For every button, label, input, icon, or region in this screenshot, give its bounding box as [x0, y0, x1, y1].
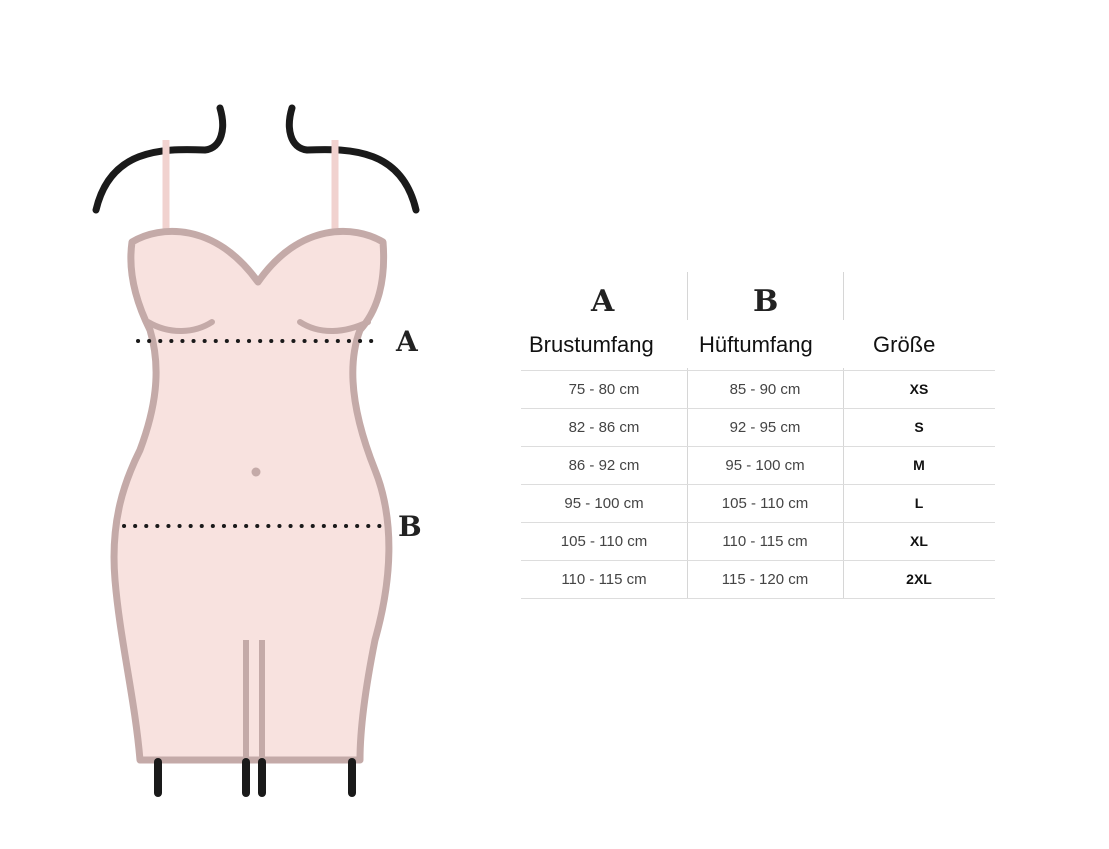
left-cup-line: [145, 319, 215, 334]
hip-cell: 105 - 110 cm: [721, 495, 809, 512]
size-cell: XS: [909, 381, 929, 397]
marker-a-label: A: [396, 325, 418, 358]
hip-cell: 115 - 120 cm: [721, 571, 809, 588]
table-row: 105 - 110 cm 110 - 115 cm XL: [521, 523, 995, 561]
column-letter-b: B: [753, 284, 779, 319]
bust-cell: 105 - 110 cm: [560, 533, 648, 550]
size-cell: 2XL: [906, 571, 932, 587]
marker-b-label: B: [398, 510, 422, 543]
size-cell: XL: [910, 533, 928, 549]
table-row: 82 - 86 cm 92 - 95 cm S: [521, 409, 995, 447]
bust-cell: 86 - 92 cm: [568, 457, 640, 474]
size-cell: M: [913, 457, 925, 473]
bust-cell: 82 - 86 cm: [568, 419, 640, 436]
navel: [251, 467, 261, 477]
header-size: Größe: [873, 332, 936, 357]
table-row: 95 - 100 cm 105 - 110 cm L: [521, 485, 995, 523]
hip-cell: 92 - 95 cm: [729, 419, 801, 436]
bust-cell: 110 - 115 cm: [561, 571, 647, 588]
dress-body: [110, 227, 393, 764]
column-divider: [843, 368, 844, 598]
hip-cell: 85 - 90 cm: [729, 381, 801, 398]
size-cell: L: [914, 495, 924, 511]
column-divider: [687, 368, 688, 598]
table-row: 86 - 92 cm 95 - 100 cm M: [521, 447, 995, 485]
table-row: 110 - 115 cm 115 - 120 cm 2XL: [521, 561, 995, 599]
dress-illustration: [92, 104, 420, 797]
header-hip: Hüftumfang: [699, 332, 813, 357]
right-cup-line: [297, 319, 371, 334]
table-body: 75 - 80 cm 85 - 90 cm XS 82 - 86 cm 92 -…: [521, 370, 995, 599]
bust-cell: 75 - 80 cm: [568, 381, 640, 398]
column-letter-a: A: [591, 284, 615, 319]
hip-cell: 95 - 100 cm: [725, 457, 805, 474]
bust-cell: 95 - 100 cm: [564, 495, 644, 512]
table-row: 75 - 80 cm 85 - 90 cm XS: [521, 370, 995, 409]
right-shoulder-line: [285, 104, 420, 214]
header-bust: Brustumfang: [529, 332, 654, 357]
size-cell: S: [914, 419, 924, 435]
left-shoulder-line: [92, 104, 227, 214]
column-divider: [843, 272, 844, 320]
garment-figure: A B: [0, 0, 520, 845]
hip-cell: 110 - 115 cm: [722, 533, 808, 550]
column-divider: [687, 272, 688, 320]
